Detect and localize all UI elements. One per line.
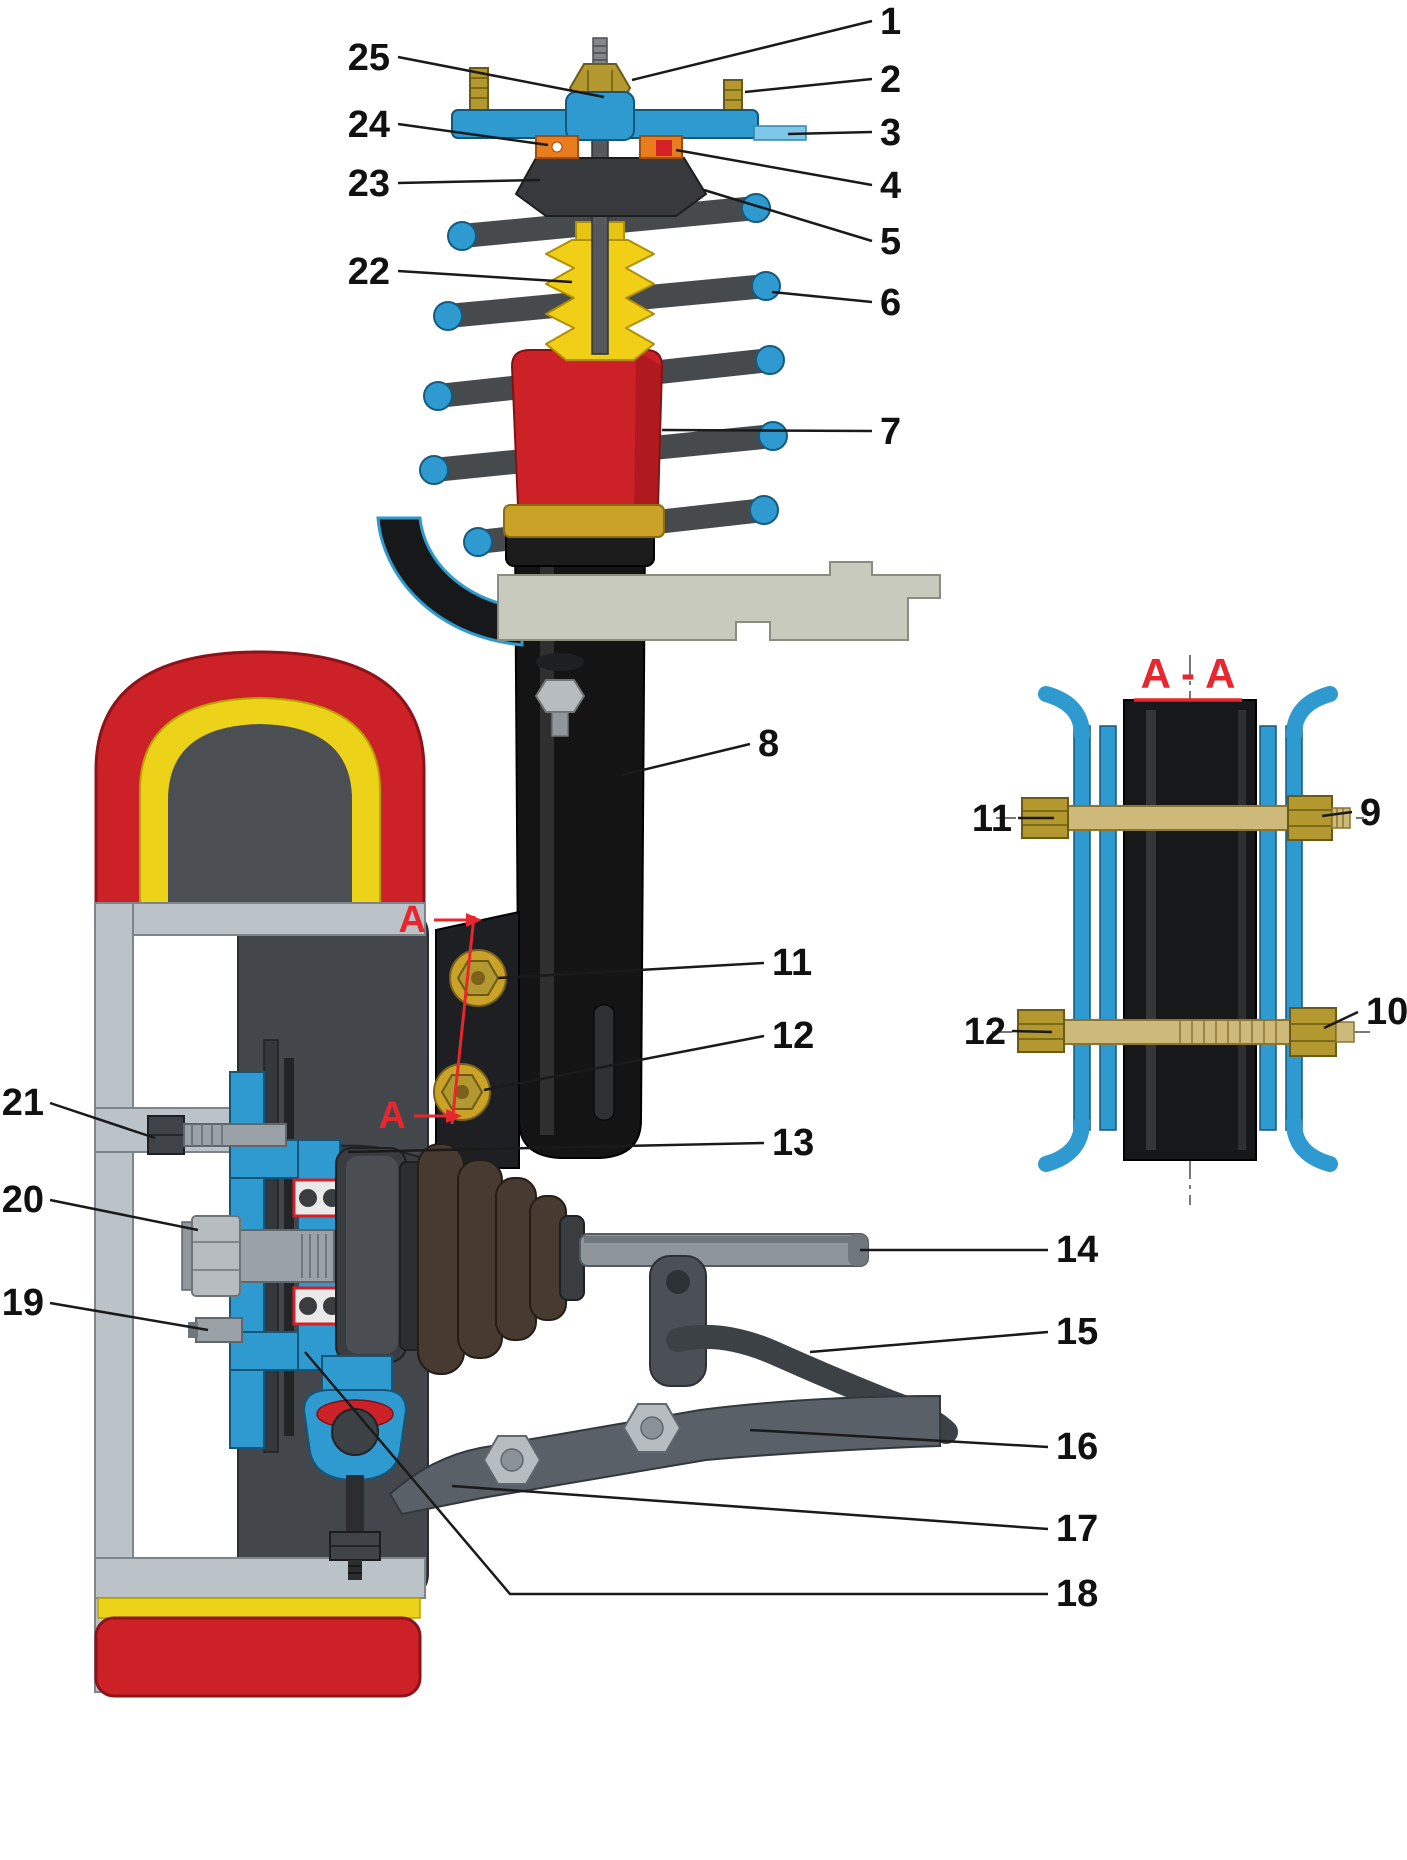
callout-13: 13 xyxy=(772,1122,814,1164)
callout-9: 9 xyxy=(1360,792,1381,834)
strut-tube-section xyxy=(1123,699,1257,1161)
tire-bead-cavity xyxy=(168,724,352,905)
bearing-seal xyxy=(656,140,672,156)
callout-18: 18 xyxy=(1056,1573,1098,1615)
callout-3: 3 xyxy=(880,112,901,154)
callout-12-section: 12 xyxy=(964,1011,1006,1053)
ball-stud-tip xyxy=(348,1560,362,1580)
callout-11-section: 11 xyxy=(972,798,1012,840)
cup-shade xyxy=(634,350,662,506)
strut-bracket xyxy=(433,910,520,1169)
arm-stud xyxy=(551,711,569,737)
callout-7: 7 xyxy=(880,411,901,453)
bracket-bolt-lower xyxy=(433,1063,491,1121)
shaft-shade xyxy=(584,1236,864,1243)
callout-20: 20 xyxy=(2,1179,44,1221)
clamp-wall-inner-left xyxy=(1099,725,1117,1131)
callout-8: 8 xyxy=(758,723,779,765)
cv-joint-body xyxy=(346,1156,398,1354)
callout-25: 25 xyxy=(348,37,390,79)
bearing-ball xyxy=(551,141,563,153)
section-arrow-bottom xyxy=(446,1109,462,1123)
control-arm-bolt-rear xyxy=(622,1403,682,1453)
tube-shade xyxy=(1238,710,1246,1150)
tire-lower-liner xyxy=(97,1597,421,1619)
clamp-curl-top-right xyxy=(1286,686,1338,743)
shaft-end xyxy=(848,1234,868,1266)
section-cut-marks: A A xyxy=(379,899,482,1137)
tube-highlight xyxy=(1146,710,1156,1150)
callout-24: 24 xyxy=(348,104,390,146)
knuckle-arm-plate xyxy=(497,561,941,641)
callout-14: 14 xyxy=(1056,1229,1098,1271)
leader-lines xyxy=(49,19,1359,1596)
bracket-bolt-upper xyxy=(449,949,507,1007)
clamp-bolt-lower xyxy=(992,1007,1370,1057)
callout-11-main: 11 xyxy=(772,942,812,984)
section-cut-line xyxy=(450,915,476,1125)
spring-seat-washer xyxy=(503,504,665,538)
rod-o-ring xyxy=(536,653,584,671)
drive-shaft xyxy=(579,1233,869,1267)
stabilizer-link xyxy=(649,1255,707,1387)
strut-slot xyxy=(593,1004,615,1121)
callouts: 1 2 3 4 5 6 7 8 25 24 23 22 11 12 13 14 … xyxy=(2,1,1407,1615)
steering-knuckle-arm xyxy=(497,561,941,737)
clamp-curl-bottom-left xyxy=(1038,1114,1090,1172)
callout-22: 22 xyxy=(348,251,390,293)
clamp-wall-inner-right xyxy=(1259,725,1277,1131)
control-arm xyxy=(388,1394,941,1516)
section-view-a-a: A - A xyxy=(992,650,1370,1205)
arm-hex-nut xyxy=(534,679,586,713)
section-view-title: A - A xyxy=(1141,650,1236,697)
ball-stud-shank xyxy=(346,1475,364,1532)
lower-spring-seat xyxy=(376,516,524,647)
mount-center-hub xyxy=(565,91,635,141)
clamp-wall-outer-right xyxy=(1285,725,1303,1131)
callout-19: 19 xyxy=(2,1282,44,1324)
callout-6: 6 xyxy=(880,282,901,324)
hub-stud xyxy=(188,1317,243,1343)
callout-17: 17 xyxy=(1056,1508,1098,1550)
ball-stud-ball xyxy=(331,1408,379,1456)
strut-top-mount xyxy=(451,37,807,355)
callout-16: 16 xyxy=(1056,1426,1098,1468)
callout-10: 10 xyxy=(1366,991,1407,1033)
rod-threaded-tip xyxy=(592,37,608,67)
hub-assembly xyxy=(147,1039,429,1453)
control-arm-body xyxy=(388,1394,941,1516)
bearing-housing xyxy=(514,157,708,217)
callout-15: 15 xyxy=(1056,1311,1098,1353)
clamp-curl-bottom-right xyxy=(1286,1114,1338,1172)
tire-lower xyxy=(94,1616,422,1698)
callout-4: 4 xyxy=(880,165,901,207)
link-bushing xyxy=(666,1270,690,1294)
callout-23: 23 xyxy=(348,163,390,205)
callout-21: 21 xyxy=(2,1082,44,1124)
callout-5: 5 xyxy=(880,221,901,263)
cv-joint-and-boot xyxy=(335,1143,585,1375)
clamp-wall-outer-left xyxy=(1073,725,1091,1131)
hub-nut xyxy=(191,1215,241,1297)
clamp-bolt-upper xyxy=(996,795,1364,841)
callout-1: 1 xyxy=(880,1,901,43)
rim-top-flange xyxy=(94,902,426,936)
ball-joint xyxy=(302,1355,408,1580)
spring-upper-cup xyxy=(503,349,665,538)
clamp-curl-top-left xyxy=(1038,686,1090,743)
section-marker-top: A xyxy=(399,899,426,941)
rim-bottom-flange xyxy=(94,1557,426,1599)
callout-12-main: 12 xyxy=(772,1015,814,1057)
control-arm-bolt-front xyxy=(482,1435,542,1485)
section-marker-bottom: A xyxy=(379,1095,406,1137)
callout-2: 2 xyxy=(880,59,901,101)
cv-boot-bellows xyxy=(417,1143,567,1375)
spring-wire-cut-ends xyxy=(419,193,788,557)
section-arrow-top xyxy=(466,913,482,927)
